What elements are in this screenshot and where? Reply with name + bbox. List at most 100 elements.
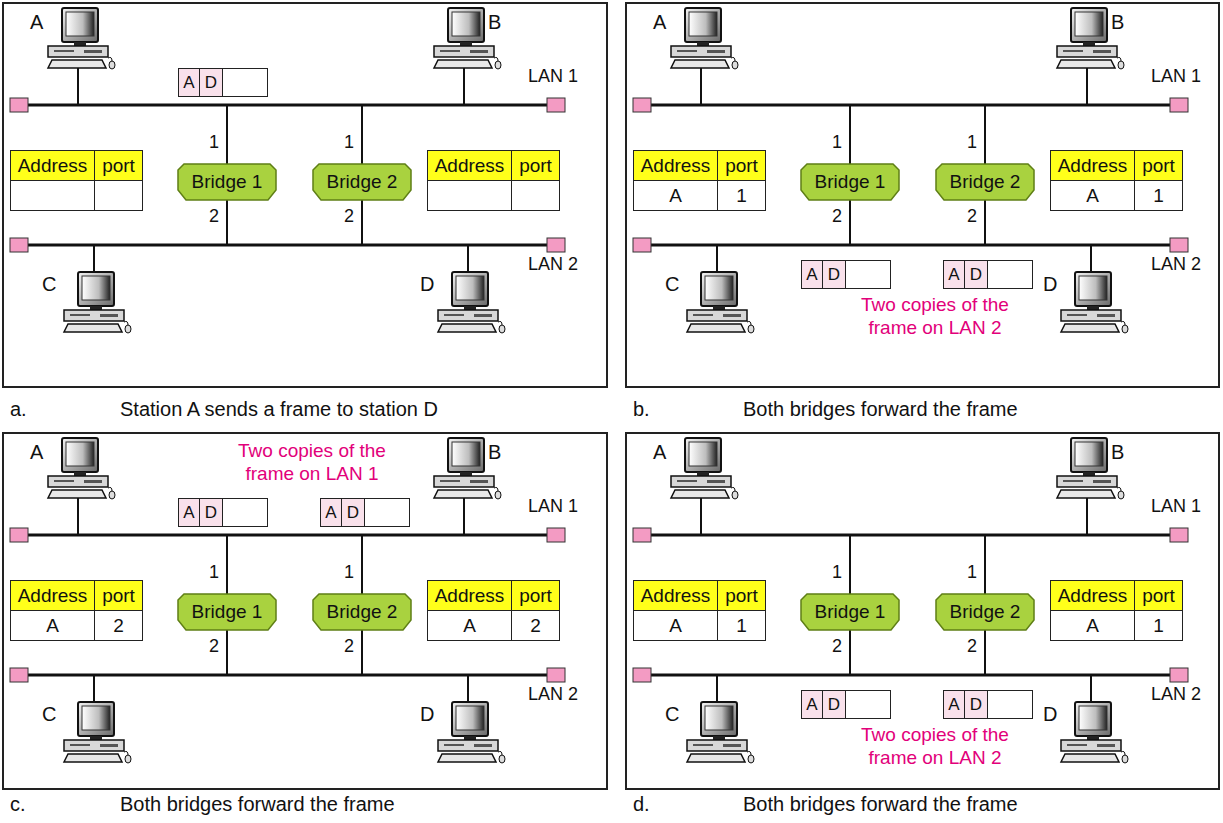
bridge-box: Bridge 1 bbox=[177, 163, 277, 201]
address-letter: D bbox=[347, 503, 359, 523]
table-header: Address bbox=[435, 585, 505, 607]
table-cell: A bbox=[634, 181, 718, 211]
bridge-label: Bridge 2 bbox=[327, 171, 398, 193]
bridge-label: Bridge 1 bbox=[815, 171, 886, 193]
table-header-cell: Address bbox=[1051, 151, 1135, 181]
table-header: Address bbox=[435, 155, 505, 177]
caption-letter: b. bbox=[633, 398, 650, 421]
frame-field: A bbox=[944, 261, 965, 288]
bridge-outline bbox=[801, 594, 899, 630]
address-letter: A bbox=[183, 73, 194, 93]
bridge-label: Bridge 2 bbox=[950, 601, 1021, 623]
caption: Station A sends a frame to station D bbox=[120, 398, 438, 421]
table-cell: 2 bbox=[512, 611, 560, 641]
table-cell bbox=[512, 181, 560, 211]
table-header-cell: Address bbox=[428, 581, 512, 611]
station-label: A bbox=[30, 10, 43, 34]
caption-letter: c. bbox=[10, 793, 26, 816]
port-number: 2 bbox=[344, 206, 354, 228]
bridge-box: Bridge 1 bbox=[800, 163, 900, 201]
port-number: 2 bbox=[209, 206, 219, 228]
table-header: Address bbox=[641, 155, 711, 177]
lan-label: LAN 2 bbox=[1151, 254, 1201, 276]
frame-field: D bbox=[965, 691, 988, 718]
lan-label: LAN 1 bbox=[528, 66, 578, 88]
table-cell: A bbox=[428, 611, 512, 641]
address-letter: A bbox=[806, 695, 817, 715]
frame-payload bbox=[988, 691, 1032, 718]
caption-letter: a. bbox=[10, 398, 27, 421]
bridge-outline bbox=[178, 164, 276, 200]
table-header: port bbox=[102, 585, 135, 607]
frame-field: A bbox=[179, 499, 200, 526]
bridge-label: Bridge 1 bbox=[192, 171, 263, 193]
address-table: Address port bbox=[10, 150, 143, 211]
lan-label: LAN 1 bbox=[1151, 496, 1201, 518]
address-letter: A bbox=[948, 265, 959, 285]
lan-label: LAN 1 bbox=[528, 496, 578, 518]
table-header: port bbox=[1142, 155, 1175, 177]
address-letter: D bbox=[205, 73, 217, 93]
table-header-cell: Address bbox=[11, 151, 95, 181]
frame-field: A bbox=[802, 261, 823, 288]
table-cell bbox=[428, 181, 512, 211]
table-header: Address bbox=[1058, 155, 1128, 177]
bridge-box: Bridge 2 bbox=[312, 593, 412, 631]
bridge-label: Bridge 1 bbox=[192, 601, 263, 623]
bridge-outline bbox=[801, 164, 899, 200]
bridge-outline bbox=[313, 164, 411, 200]
table-value: A bbox=[1086, 185, 1099, 207]
address-letter: A bbox=[948, 695, 959, 715]
bridge-outline bbox=[313, 594, 411, 630]
frame-field: D bbox=[342, 499, 365, 526]
address-letter: D bbox=[970, 695, 982, 715]
address-letter: D bbox=[828, 265, 840, 285]
frame-box: AD bbox=[943, 690, 1033, 719]
frame-field: D bbox=[823, 261, 846, 288]
table-value: 1 bbox=[1153, 185, 1164, 207]
bridge-box: Bridge 2 bbox=[935, 593, 1035, 631]
table-cell bbox=[95, 181, 143, 211]
frame-box: AD bbox=[801, 690, 891, 719]
frame-box: AD bbox=[943, 260, 1033, 289]
table-header: port bbox=[725, 155, 758, 177]
table-cell: 1 bbox=[718, 611, 766, 641]
address-letter: A bbox=[325, 503, 336, 523]
table-header: port bbox=[1142, 585, 1175, 607]
caption: Both bridges forward the frame bbox=[120, 793, 395, 816]
panel: a.Station A sends a frame to station DAD… bbox=[2, 2, 608, 388]
address-letter: D bbox=[828, 695, 840, 715]
port-number: 1 bbox=[344, 132, 354, 154]
table-header-cell: port bbox=[718, 151, 766, 181]
station-label: D bbox=[420, 272, 434, 296]
port-number: 1 bbox=[209, 132, 219, 154]
caption: Both bridges forward the frame bbox=[743, 398, 1018, 421]
frame-field: D bbox=[200, 69, 223, 96]
station-label: C bbox=[665, 272, 679, 296]
table-value: A bbox=[463, 615, 476, 637]
table-cell: A bbox=[1051, 611, 1135, 641]
address-table: Address portA 2 bbox=[427, 580, 560, 641]
caption-letter: d. bbox=[633, 793, 650, 816]
station-label: B bbox=[1111, 440, 1124, 464]
table-header: port bbox=[519, 155, 552, 177]
port-number: 1 bbox=[967, 562, 977, 584]
table-header-cell: port bbox=[718, 581, 766, 611]
table-value: A bbox=[669, 185, 682, 207]
station-label: A bbox=[653, 440, 666, 464]
frame-field: D bbox=[965, 261, 988, 288]
table-header: port bbox=[102, 155, 135, 177]
table-value: 2 bbox=[113, 615, 124, 637]
station-label: D bbox=[1043, 272, 1057, 296]
station-label: C bbox=[42, 702, 56, 726]
station-label: A bbox=[653, 10, 666, 34]
table-cell: 1 bbox=[1135, 181, 1183, 211]
table-header-cell: port bbox=[512, 581, 560, 611]
table-header-cell: port bbox=[95, 581, 143, 611]
frame-field: A bbox=[179, 69, 200, 96]
table-header: Address bbox=[18, 585, 88, 607]
table-cell: 2 bbox=[95, 611, 143, 641]
station-label: B bbox=[488, 440, 501, 464]
